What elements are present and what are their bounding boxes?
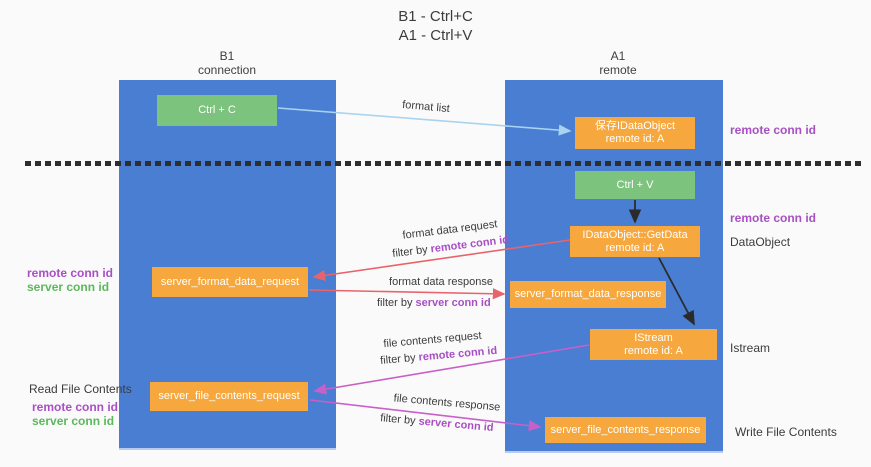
lane-header-b1: B1 connection [147, 49, 307, 77]
read-file-contents-annotation: Read File Contents [29, 382, 132, 396]
save-idataobject-box: 保存IDataObject remote id: A [575, 117, 695, 149]
ctrl-v-label: Ctrl + V [616, 178, 654, 191]
left-conn-id-legend-top: remote conn id server conn id [27, 266, 113, 294]
save-idataobject-line2: remote id: A [605, 133, 665, 145]
format-response-filter-label: filter by server conn id [377, 297, 491, 309]
format-response-arrow [308, 288, 506, 300]
file-response-arrow [309, 399, 542, 432]
lane-a1-role: remote [599, 63, 637, 77]
save-idataobject-line1: 保存IDataObject [594, 120, 676, 132]
filter-by-text: filter by [377, 297, 416, 309]
lane-header-a1: A1 remote [538, 49, 698, 77]
server-format-data-response-box: server_format_data_response [510, 281, 666, 308]
format-list-arrow [277, 107, 572, 136]
getdata-to-istream-arrow [658, 257, 695, 326]
right-remote-conn-id-top: remote conn id [730, 123, 817, 137]
server-file-contents-response-box: server_file_contents_response [545, 417, 706, 443]
server-file-contents-request-box: server_file_contents_request [150, 382, 308, 411]
istream-line2: remote id: A [624, 344, 683, 357]
ctrl-c-box: Ctrl + C [157, 95, 277, 126]
istream-line1: IStream [634, 331, 673, 344]
file-request-arrow [313, 344, 590, 395]
left-remote-conn-id-1: remote conn id [27, 266, 114, 280]
diagram-title: B1 - Ctrl+C A1 - Ctrl+V [0, 7, 871, 45]
format-data-response-label: format data response [389, 276, 493, 288]
server-file-contents-response-label: server_file_contents_response [550, 423, 701, 436]
format-request-arrow [312, 239, 571, 281]
lane-b1-role: connection [197, 63, 257, 77]
idataobject-getdata-line2: remote id: A [605, 241, 665, 254]
dashed-separator-line [25, 161, 861, 166]
server-format-data-request-box: server_format_data_request [152, 267, 308, 297]
idataobject-getdata-line1: IDataObject::GetData [582, 228, 688, 241]
server-file-contents-request-label: server_file_contents_request [158, 390, 300, 402]
left-server-conn-id-1: server conn id [27, 280, 110, 294]
write-file-contents-annotation: Write File Contents [735, 425, 837, 439]
lane-b1-name: B1 [219, 49, 235, 63]
left-conn-id-legend-bottom: remote conn id server conn id [32, 400, 118, 428]
idataobject-getdata-box: IDataObject::GetData remote id: A [570, 226, 700, 257]
server-format-data-request-label: server_format_data_request [160, 275, 300, 288]
ctrl-c-label: Ctrl + C [198, 104, 236, 116]
server-conn-id-text: server conn id [415, 297, 491, 309]
title-line-2: A1 - Ctrl+V [398, 27, 473, 44]
istream-annotation: Istream [730, 341, 771, 355]
right-remote-conn-id-mid: remote conn id [730, 211, 817, 225]
istream-box: IStream remote id: A [590, 329, 717, 360]
dataobject-annotation: DataObject [730, 235, 791, 249]
server-format-data-response-label: server_format_data_response [514, 288, 662, 300]
lane-a1-name: A1 [610, 49, 626, 63]
title-line-1: B1 - Ctrl+C [398, 8, 473, 25]
left-remote-conn-id-2: remote conn id [32, 400, 119, 414]
ctrl-v-box: Ctrl + V [575, 171, 695, 199]
left-server-conn-id-2: server conn id [32, 414, 115, 428]
